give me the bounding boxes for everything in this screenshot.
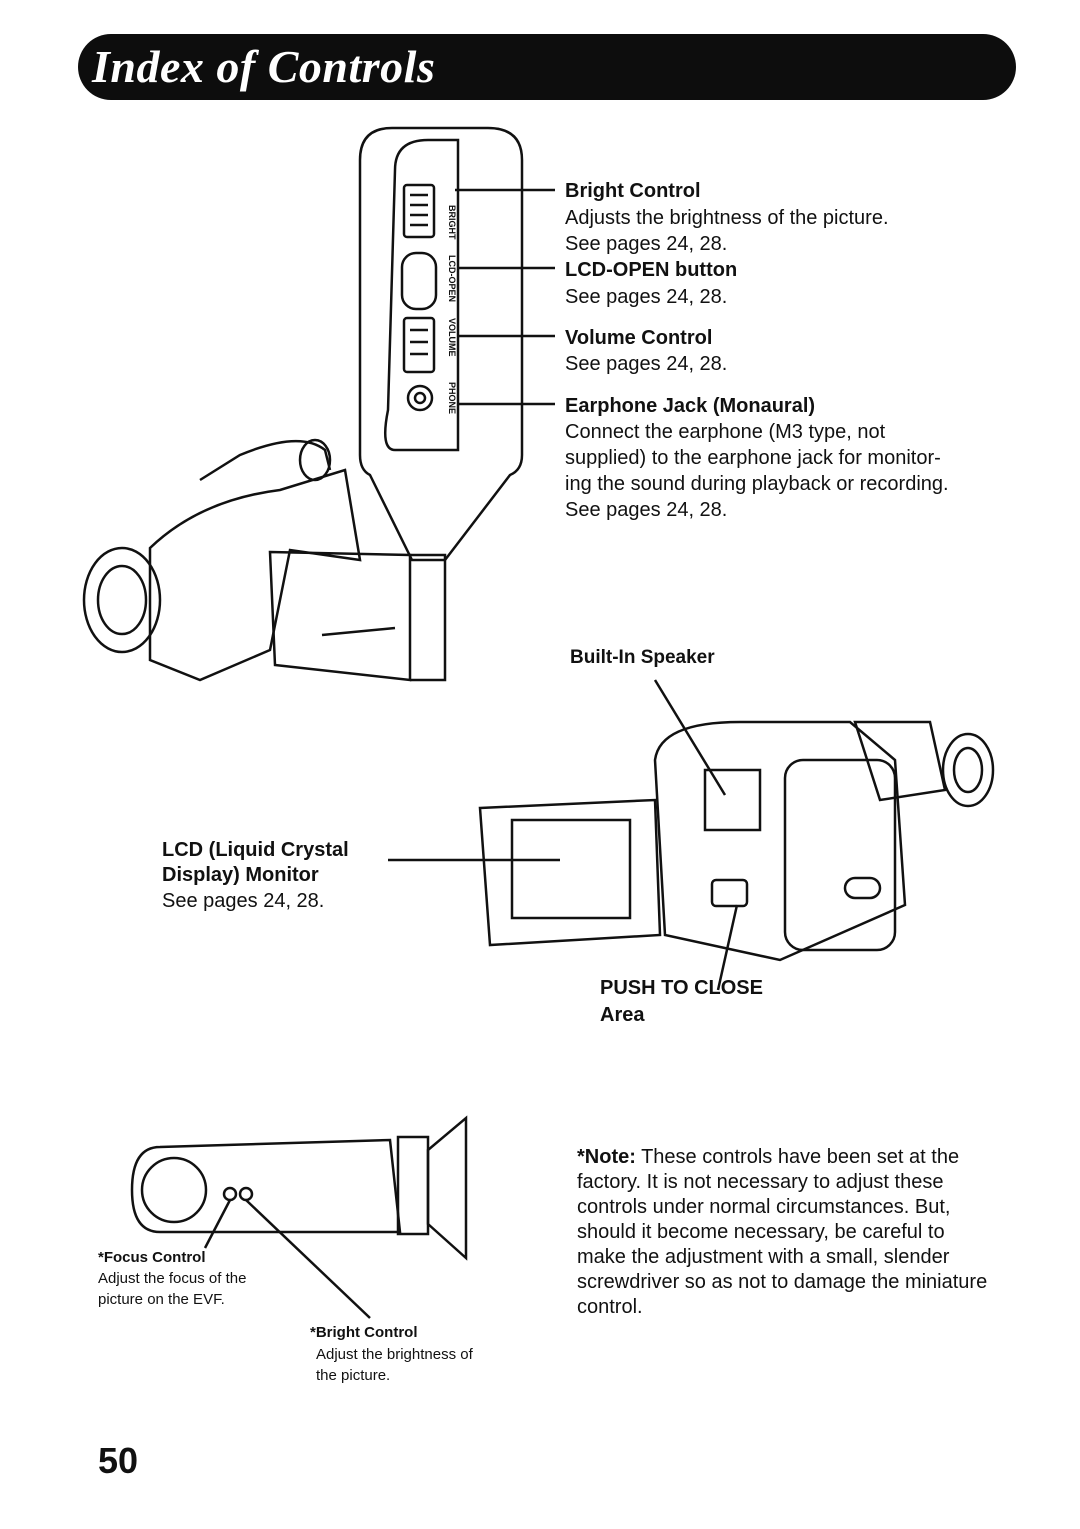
focus-control-desc-1: Adjust the focus of the xyxy=(98,1270,247,1287)
push-to-close-label: PUSH TO CLOSE xyxy=(600,977,763,999)
earphone-jack-label: Earphone Jack (Monaural) xyxy=(565,395,816,417)
panel-label-lcd-open: LCD-OPEN xyxy=(447,255,457,302)
bright-control-desc: Adjusts the brightness of the picture. xyxy=(565,207,889,229)
lcd-monitor-pages: See pages 24, 28. xyxy=(162,890,325,912)
focus-control-label: *Focus Control xyxy=(98,1249,206,1266)
note-text: These controls have been set at the fact… xyxy=(577,1146,988,1318)
factory-setting-note: *Note: These controls have been set at t… xyxy=(577,1145,997,1320)
evf-bright-control-desc-2: the picture. xyxy=(316,1367,391,1384)
push-to-close-area-label: Area xyxy=(600,1004,645,1026)
page-title: Index of Controls xyxy=(92,41,436,92)
lcd-monitor-label-line2: Display) Monitor xyxy=(162,864,319,886)
camcorder-rear-view xyxy=(388,679,995,991)
control-panel-callout xyxy=(358,126,524,562)
camcorder-front-view xyxy=(82,438,447,682)
phone-jack-icon xyxy=(406,384,434,412)
title-banner xyxy=(78,34,1016,100)
volume-control-pages: See pages 24, 28. xyxy=(565,353,728,375)
evf-bright-control-label: *Bright Control xyxy=(310,1324,418,1341)
lcd-monitor-label-line1: LCD (Liquid Crystal xyxy=(162,839,349,861)
bright-control-label: Bright Control xyxy=(565,180,701,202)
bright-control-pages: See pages 24, 28. xyxy=(565,233,728,255)
earphone-jack-line-1: Connect the earphone (M3 type, not xyxy=(565,421,886,443)
bright-wheel-icon xyxy=(402,183,436,239)
note-prefix: *Note: xyxy=(577,1146,636,1168)
panel-label-bright: BRIGHT xyxy=(447,205,457,240)
earphone-jack-line-3: ing the sound during playback or recordi… xyxy=(565,473,949,495)
earphone-jack-line-4: See pages 24, 28. xyxy=(565,499,728,521)
lcd-open-button-pages: See pages 24, 28. xyxy=(565,286,728,308)
volume-wheel-icon xyxy=(402,316,436,374)
evf-bright-control-desc-1: Adjust the brightness of xyxy=(316,1346,473,1363)
evf-illustration xyxy=(130,1115,468,1319)
lcd-open-button-icon xyxy=(400,251,438,311)
built-in-speaker-label: Built-In Speaker xyxy=(570,647,715,668)
panel-label-volume: VOLUME xyxy=(447,318,457,357)
page-number: 50 xyxy=(98,1440,139,1481)
focus-control-desc-2: picture on the EVF. xyxy=(98,1291,225,1308)
volume-control-label: Volume Control xyxy=(565,327,713,349)
earphone-jack-line-2: supplied) to the earphone jack for monit… xyxy=(565,447,941,469)
panel-label-phone: PHONE xyxy=(447,382,457,414)
lcd-open-button-label: LCD-OPEN button xyxy=(565,259,738,281)
